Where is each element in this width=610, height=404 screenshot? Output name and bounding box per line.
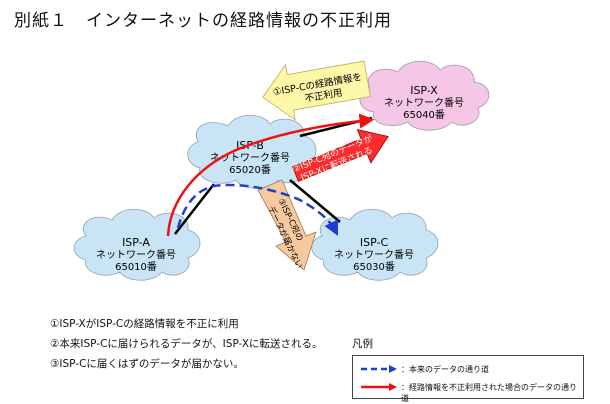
isp-c-number: 65030番 [353, 261, 395, 273]
isp-x-netlabel: ネットワーク番号 [384, 97, 464, 109]
legend-abuse-label: ：経路情報を不正利用された場合のデータの通り道 [401, 383, 577, 403]
link-b-c [289, 179, 341, 223]
legend-box: ：本来のデータの通り道 ：経路情報を不正利用された場合のデータの通り道 [352, 355, 584, 403]
cloud-isp-x: ISP-X ネットワーク番号 65040番 [359, 60, 490, 131]
isp-c-name: ISP-C [360, 236, 389, 249]
isp-b-number: 65020番 [229, 164, 271, 176]
legend-red-line [361, 383, 397, 391]
isp-c-netlabel: ネットワーク番号 [334, 249, 414, 261]
isp-x-number: 65040番 [403, 109, 445, 121]
notes-list: ①ISP-XがISP-Cの経路情報を不正に利用 ②本来ISP-Cに届けられるデー… [50, 314, 323, 374]
isp-b-netlabel: ネットワーク番号 [210, 152, 290, 164]
page-title: 別紙１ インターネットの経路情報の不正利用 [14, 11, 392, 31]
isp-x-name: ISP-X [410, 84, 438, 97]
link-a-b [174, 183, 215, 235]
isp-a-name: ISP-A [122, 236, 150, 249]
note-3: ③ISP-Cに届くはずのデータが届かない。 [50, 358, 244, 370]
cloud-isp-c: ISP-C ネットワーク番号 65030番 [311, 208, 439, 281]
note-2: ②本来ISP-Cに届けられるデータが、ISP-Xに転送される。 [50, 338, 323, 350]
normal-data-path [176, 183, 339, 237]
isp-a-netlabel: ネットワーク番号 [96, 249, 176, 261]
arrow-1-abuse-route: ①ISP-Cの経路情報を 不正利用 [262, 60, 371, 121]
isp-a-number: 65010番 [115, 261, 157, 273]
legend-blue-dashed-line [361, 365, 397, 373]
abused-data-path [166, 113, 375, 237]
legend-normal-label: ：本来のデータの通り道 [401, 365, 489, 374]
legend-title: 凡例 [352, 338, 373, 350]
note-1: ①ISP-XがISP-Cの経路情報を不正に利用 [50, 318, 239, 330]
